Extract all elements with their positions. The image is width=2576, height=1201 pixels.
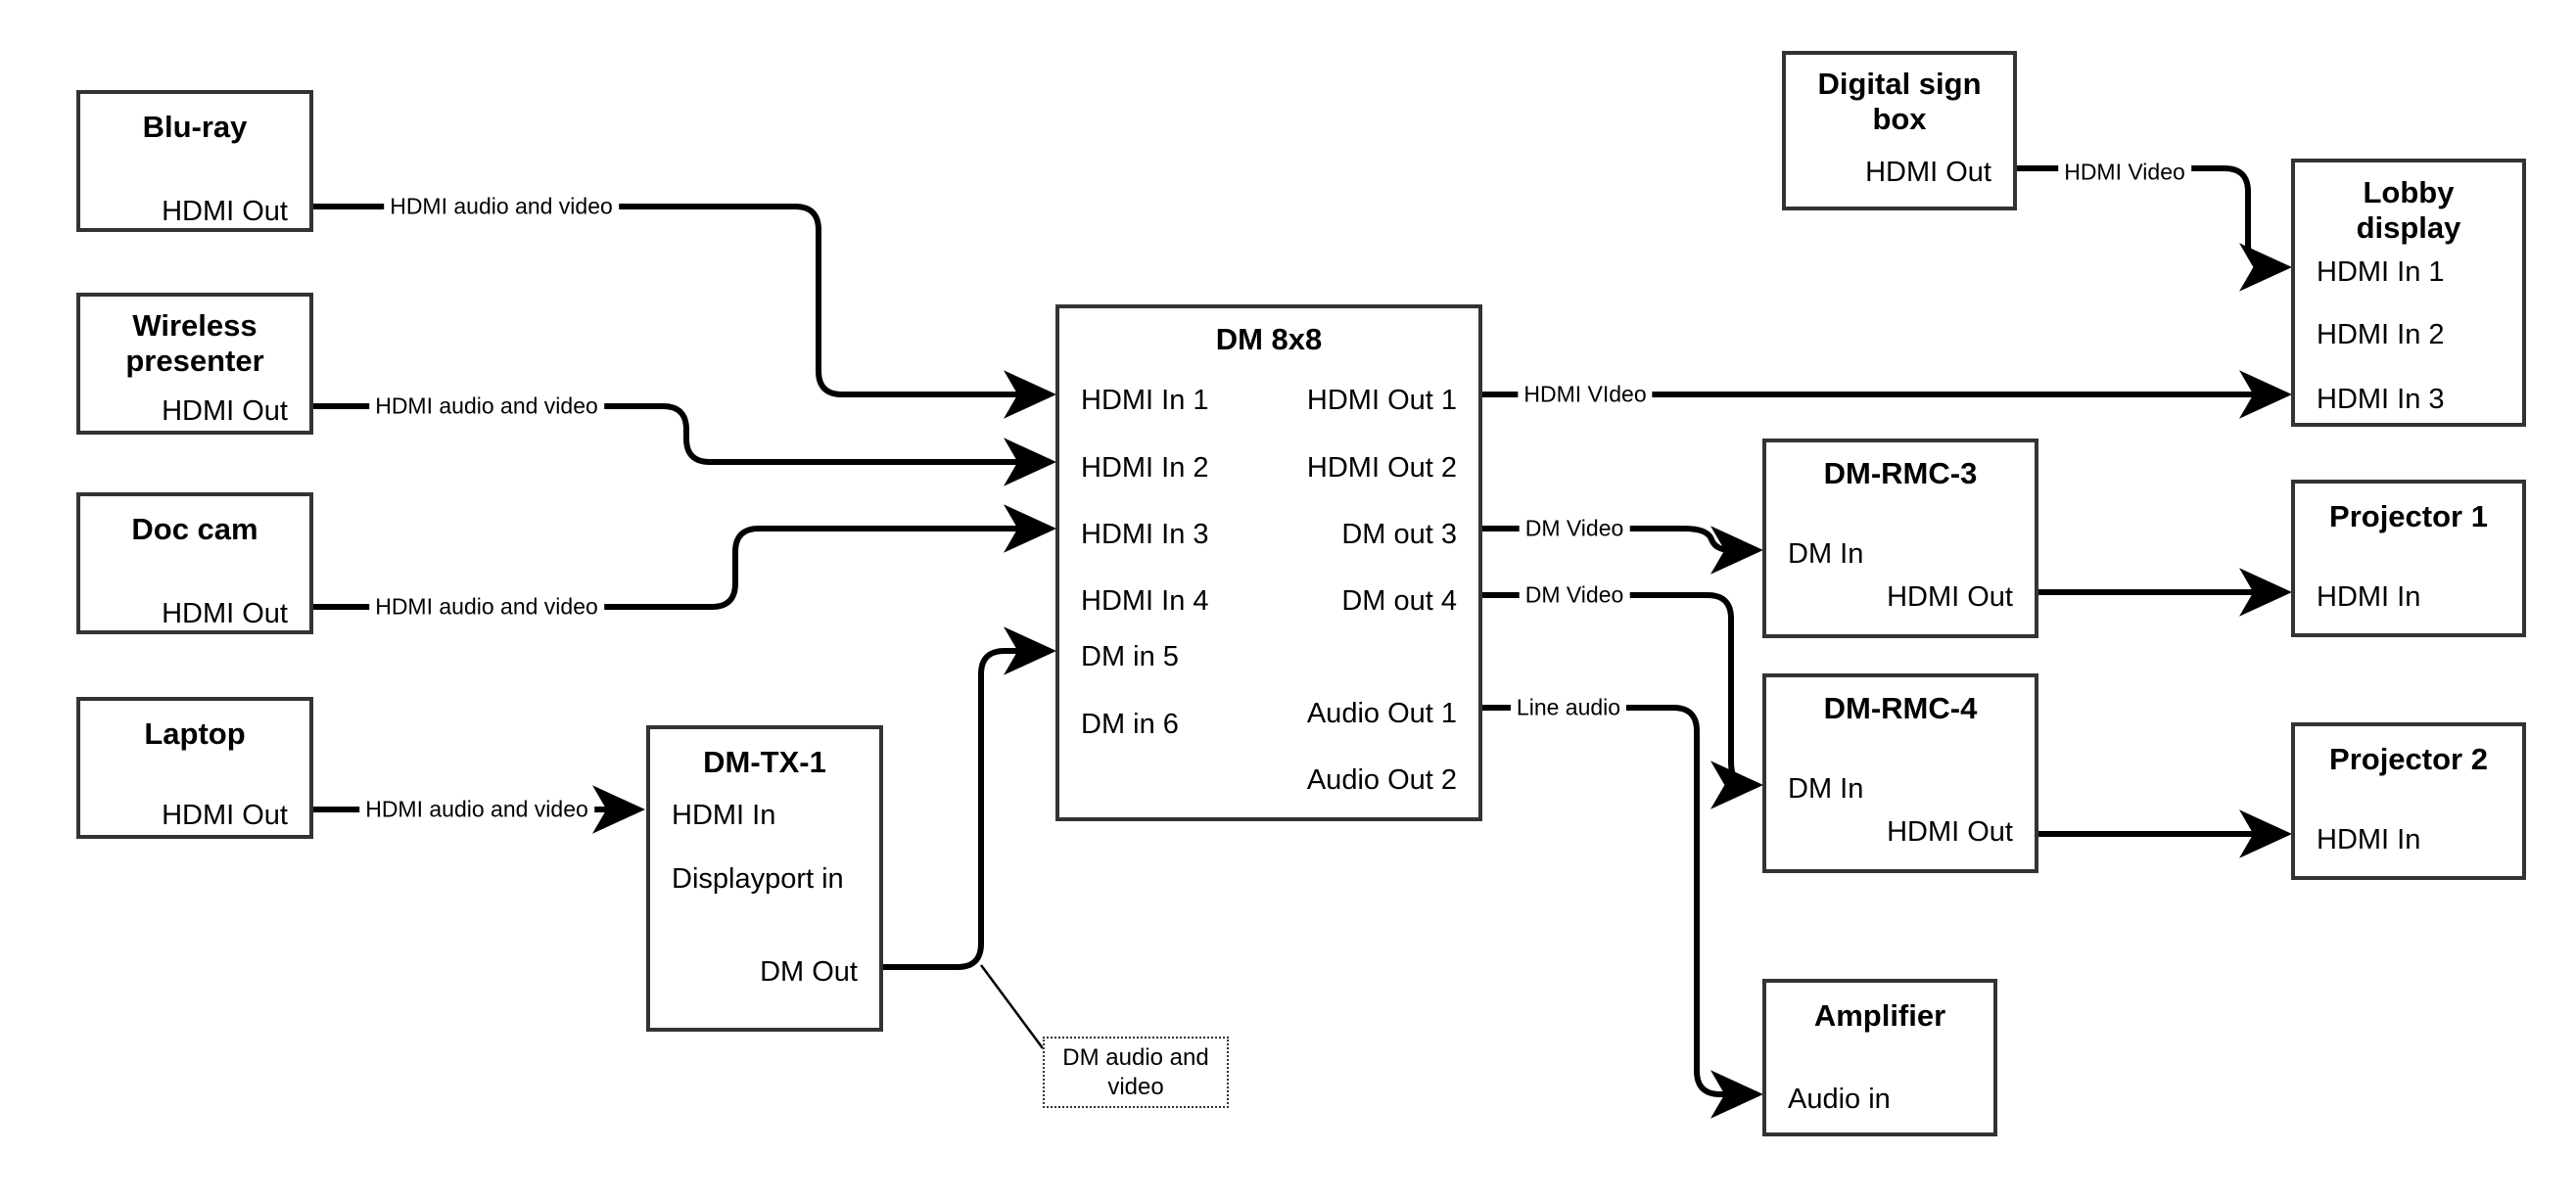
node-amplifier-title: Amplifier <box>1813 998 1946 1033</box>
node-projector-1-title: Projector 1 <box>2329 499 2488 533</box>
node-projector-2-title: Projector 2 <box>2329 742 2488 776</box>
wire-dm8x8-to-rmc4 <box>1480 592 1763 809</box>
node-blu-ray-port-hdmi-out: HDMI Out <box>162 196 288 227</box>
node-dm-tx-1[interactable]: DM-TX-1 HDMI In Displayport in DM Out <box>646 725 883 1032</box>
node-dm-rmc-4[interactable]: DM-RMC-4 DM In HDMI Out <box>1762 673 2038 873</box>
node-dm-8x8-port-hdmi-in-2: HDMI In 2 <box>1081 452 1209 484</box>
node-dm-rmc-4-port-hdmi-out: HDMI Out <box>1887 816 2013 848</box>
wire-dmtx1-to-dm8x8 <box>883 626 1056 970</box>
node-lobby-display-title-line1: Lobby <box>2363 175 2455 209</box>
wire-label-dm-video-4: DM Video <box>1519 582 1630 608</box>
node-dm-tx-1-port-displayport-in: Displayport in <box>672 863 844 895</box>
wire-label-laptop: HDMI audio and video <box>359 797 594 822</box>
node-dm-tx-1-port-hdmi-in: HDMI In <box>672 800 776 831</box>
node-digital-sign-box-title-line2: box <box>1872 102 1927 136</box>
callout-leader-line <box>979 964 1045 1049</box>
node-digital-sign-box-port-hdmi-out: HDMI Out <box>1865 157 1991 188</box>
node-wireless-presenter-title-line1: Wireless <box>132 308 258 343</box>
node-doc-cam-title: Doc cam <box>131 512 258 546</box>
node-dm-8x8[interactable]: DM 8x8 HDMI In 1 HDMI In 2 HDMI In 3 HDM… <box>1055 304 1482 821</box>
wire-label-dm-video-3: DM Video <box>1519 516 1630 541</box>
node-amplifier-port-audio-in: Audio in <box>1788 1084 1891 1115</box>
node-dm-8x8-port-hdmi-in-3: HDMI In 3 <box>1081 519 1209 550</box>
node-digital-sign-box-title-line1: Digital sign <box>1817 67 1982 101</box>
node-digital-sign-box[interactable]: Digital sign box HDMI Out <box>1782 51 2017 210</box>
node-laptop-port-hdmi-out: HDMI Out <box>162 800 288 831</box>
node-lobby-display[interactable]: Lobby display HDMI In 1 HDMI In 2 HDMI I… <box>2291 159 2526 427</box>
node-doc-cam[interactable]: Doc cam HDMI Out <box>76 492 313 634</box>
node-amplifier[interactable]: Amplifier Audio in <box>1762 979 1997 1136</box>
node-dm-8x8-title: DM 8x8 <box>1215 322 1323 356</box>
node-laptop-title: Laptop <box>144 716 246 751</box>
callout-dm-audio-and-video: DM audio and video <box>1043 1037 1229 1108</box>
node-dm-8x8-port-dm-out-3: DM out 3 <box>1341 519 1457 550</box>
wire-wireless-to-dm8x8 <box>313 403 1056 486</box>
node-dm-rmc-3-title: DM-RMC-3 <box>1823 456 1978 490</box>
node-projector-1[interactable]: Projector 1 HDMI In <box>2291 480 2526 637</box>
wire-label-bluray: HDMI audio and video <box>384 194 619 219</box>
wire-doccam-to-dm8x8 <box>313 504 1056 610</box>
node-dm-8x8-port-audio-out-2: Audio Out 2 <box>1306 764 1457 796</box>
wire-label-line-audio: Line audio <box>1510 695 1627 720</box>
wire-label-doccam: HDMI audio and video <box>369 594 604 620</box>
node-lobby-display-port-hdmi-in-3: HDMI In 3 <box>2317 384 2445 415</box>
node-projector-2-port-hdmi-in: HDMI In <box>2317 824 2421 855</box>
node-blu-ray-title: Blu-ray <box>142 110 248 144</box>
node-dm-rmc-3-port-dm-in: DM In <box>1788 538 1864 570</box>
wire-dm8x8-to-rmc3 <box>1480 526 1763 575</box>
wire-bluray-to-dm8x8 <box>313 204 1056 419</box>
node-lobby-display-port-hdmi-in-1: HDMI In 1 <box>2317 256 2445 288</box>
node-dm-rmc-4-port-dm-in: DM In <box>1788 773 1864 805</box>
node-dm-8x8-port-dm-out-4: DM out 4 <box>1341 585 1457 617</box>
node-doc-cam-port-hdmi-out: HDMI Out <box>162 598 288 629</box>
node-wireless-presenter[interactable]: Wireless presenter HDMI Out <box>76 293 313 435</box>
wire-dm8x8-to-amplifier <box>1480 705 1763 1119</box>
node-dm-8x8-port-audio-out-1: Audio Out 1 <box>1306 698 1457 729</box>
node-dm-rmc-3[interactable]: DM-RMC-3 DM In HDMI Out <box>1762 439 2038 638</box>
node-dm-8x8-port-hdmi-out-1: HDMI Out 1 <box>1306 385 1457 416</box>
wire-sign-to-lobby-in1 <box>2017 165 2292 292</box>
node-dm-8x8-port-hdmi-out-2: HDMI Out 2 <box>1306 452 1457 484</box>
node-laptop[interactable]: Laptop HDMI Out <box>76 697 313 839</box>
node-lobby-display-port-hdmi-in-2: HDMI In 2 <box>2317 319 2445 350</box>
node-projector-1-port-hdmi-in: HDMI In <box>2317 581 2421 613</box>
node-wireless-presenter-title-line2: presenter <box>125 344 264 378</box>
node-dm-tx-1-title: DM-TX-1 <box>703 745 826 779</box>
node-dm-8x8-port-hdmi-in-1: HDMI In 1 <box>1081 385 1209 416</box>
node-dm-8x8-port-dm-in-6: DM in 6 <box>1081 709 1179 740</box>
wire-label-wireless: HDMI audio and video <box>369 393 604 419</box>
wire-label-sign-hdmi-video: HDMI Video <box>2058 160 2191 185</box>
node-projector-2[interactable]: Projector 2 HDMI In <box>2291 722 2526 880</box>
node-dm-8x8-port-dm-in-5: DM in 5 <box>1081 641 1179 672</box>
node-dm-rmc-4-title: DM-RMC-4 <box>1823 691 1978 725</box>
node-lobby-display-title-line2: display <box>2356 210 2461 245</box>
node-wireless-presenter-port-hdmi-out: HDMI Out <box>162 395 288 427</box>
node-dm-8x8-port-hdmi-in-4: HDMI In 4 <box>1081 585 1209 617</box>
node-dm-rmc-3-port-hdmi-out: HDMI Out <box>1887 581 2013 613</box>
node-blu-ray[interactable]: Blu-ray HDMI Out <box>76 90 313 232</box>
wire-label-hdmi-video-out1: HDMI VIdeo <box>1518 382 1653 407</box>
node-dm-tx-1-port-dm-out: DM Out <box>760 956 858 988</box>
